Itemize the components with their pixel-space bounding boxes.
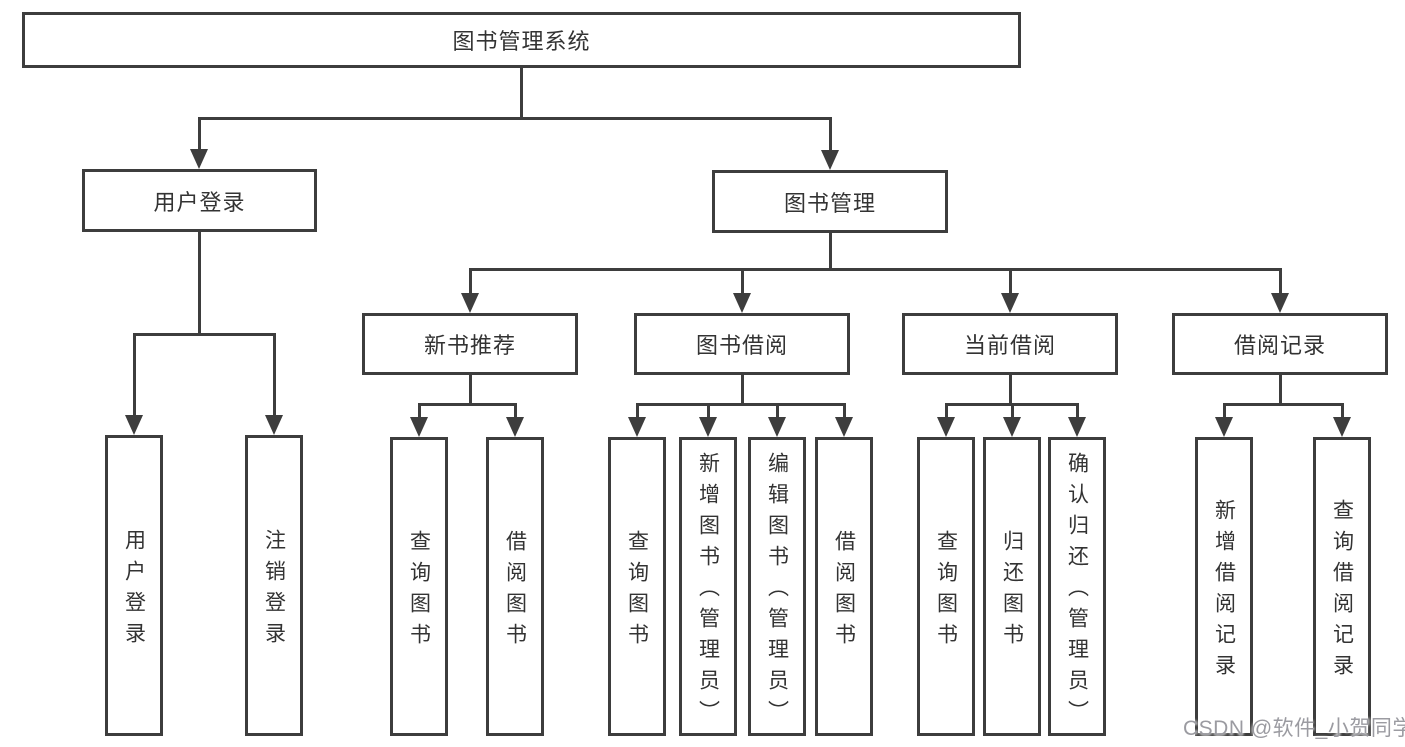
leaf-records-query-record-label: 查询借阅记录 [1330,498,1354,685]
connector-groupD-bar [1223,403,1344,406]
arrow-groupC-leaf3 [1068,417,1086,437]
connector-groupA-drop1 [418,403,421,419]
leaf-current-return-books-label: 归还图书 [1000,529,1024,654]
connector-groupD-drop1 [1223,403,1226,419]
connector-drop-book-mgmt [829,117,832,151]
connector-bookmgmt-bar [469,268,1282,271]
arrow-leaf-logout [265,415,283,435]
leaf-newrec-borrow-books-label: 借阅图书 [503,529,527,654]
arrow-groupB-leaf2 [699,417,717,437]
leaf-current-confirm-return-admin-label: 确认归还（管理员） [1065,452,1089,731]
connector-groupC-drop2 [1011,403,1014,419]
watermark: CSDN @软件_小贺同学 [1183,712,1405,742]
connector-drop-book-borrow [741,268,744,295]
leaf-borrow-query-books: 查询图书 [608,437,666,736]
connector-groupA-stem [469,375,472,406]
arrow-leaf-login [125,415,143,435]
leaf-borrow-edit-books-admin: 编辑图书（管理员） [748,437,806,736]
node-user-login: 用户登录 [82,169,317,232]
leaf-logout-login-label: 注销登录 [262,528,286,653]
node-book-mgmt: 图书管理 [712,170,948,233]
leaf-records-add-record-label: 新增借阅记录 [1212,498,1236,685]
node-book-borrow: 图书借阅 [634,313,850,375]
connector-groupA-drop2 [514,403,517,419]
leaf-logout-login: 注销登录 [245,435,303,736]
node-new-book-rec: 新书推荐 [362,313,578,375]
arrow-new-book-rec [461,293,479,313]
node-current-borrow: 当前借阅 [902,313,1118,375]
leaf-current-query-books: 查询图书 [917,437,975,736]
leaf-current-return-books: 归还图书 [983,437,1041,736]
connector-drop-new-book-rec [469,268,472,295]
connector-groupA-bar [418,403,517,406]
watermark-text: CSDN @软件_小贺同学 [1183,717,1405,740]
connector-groupB-drop3 [776,403,779,419]
arrow-book-borrow [733,293,751,313]
leaf-borrow-query-books-label: 查询图书 [625,529,649,654]
leaf-current-confirm-return-admin: 确认归还（管理员） [1048,437,1106,736]
connector-groupD-drop2 [1341,403,1344,419]
leaf-current-query-books-label: 查询图书 [934,529,958,654]
arrow-groupA-leaf1 [410,417,428,437]
connector-bookmgmt-stem [829,233,832,271]
leaf-user-login-label: 用户登录 [122,528,146,653]
arrow-groupB-leaf1 [628,417,646,437]
leaf-borrow-edit-books-admin-label: 编辑图书（管理员） [765,452,789,731]
node-borrow-records-label: 借阅记录 [1233,333,1326,358]
leaf-borrow-add-books-admin: 新增图书（管理员） [679,437,737,736]
node-root: 图书管理系统 [22,12,1021,68]
node-book-borrow-label: 图书借阅 [695,333,788,358]
leaf-newrec-query-books-label: 查询图书 [407,529,431,654]
node-borrow-records: 借阅记录 [1172,313,1388,375]
leaf-borrow-borrow-books: 借阅图书 [815,437,873,736]
node-current-borrow-label: 当前借阅 [963,333,1056,358]
node-root-label: 图书管理系统 [452,29,591,54]
leaf-borrow-add-books-admin-label: 新增图书（管理员） [696,452,720,731]
arrow-groupD-leaf1 [1215,417,1233,437]
connector-groupB-drop2 [707,403,710,419]
connector-groupC-drop1 [945,403,948,419]
arrow-current-borrow [1001,293,1019,313]
connector-groupB-drop4 [843,403,846,419]
arrow-groupD-leaf2 [1333,417,1351,437]
node-user-login-label: 用户登录 [153,189,246,215]
arrow-borrow-records [1271,293,1289,313]
connector-groupB-stem [741,375,744,406]
arrow-groupB-leaf4 [835,417,853,437]
connector-drop-current-borrow [1009,268,1012,295]
connector-groupC-stem [1009,375,1012,406]
connector-groupB-bar [636,403,846,406]
connector-userlogin-bar [133,333,276,336]
leaf-user-login: 用户登录 [105,435,163,736]
leaf-newrec-borrow-books: 借阅图书 [486,437,544,736]
connector-drop-leaf-login [133,333,136,415]
connector-groupC-drop3 [1076,403,1079,419]
connector-root-bar [198,117,832,120]
arrow-book-mgmt [821,150,839,170]
leaf-borrow-borrow-books-label: 借阅图书 [832,529,856,654]
arrow-groupC-leaf2 [1003,417,1021,437]
connector-root-stem [520,68,523,119]
connector-drop-borrow-records [1279,268,1282,295]
arrow-groupB-leaf3 [768,417,786,437]
connector-groupB-drop1 [636,403,639,419]
node-book-mgmt-label: 图书管理 [783,190,876,216]
connector-drop-leaf-logout [273,333,276,415]
node-new-book-rec-label: 新书推荐 [423,333,516,358]
leaf-newrec-query-books: 查询图书 [390,437,448,736]
connector-drop-user-login [198,117,201,151]
connector-userlogin-stem [198,232,201,336]
arrow-groupC-leaf1 [937,417,955,437]
arrow-groupA-leaf2 [506,417,524,437]
leaf-records-query-record: 查询借阅记录 [1313,437,1371,736]
leaf-records-add-record: 新增借阅记录 [1195,437,1253,736]
connector-groupD-stem [1279,375,1282,406]
arrow-user-login [190,149,208,169]
